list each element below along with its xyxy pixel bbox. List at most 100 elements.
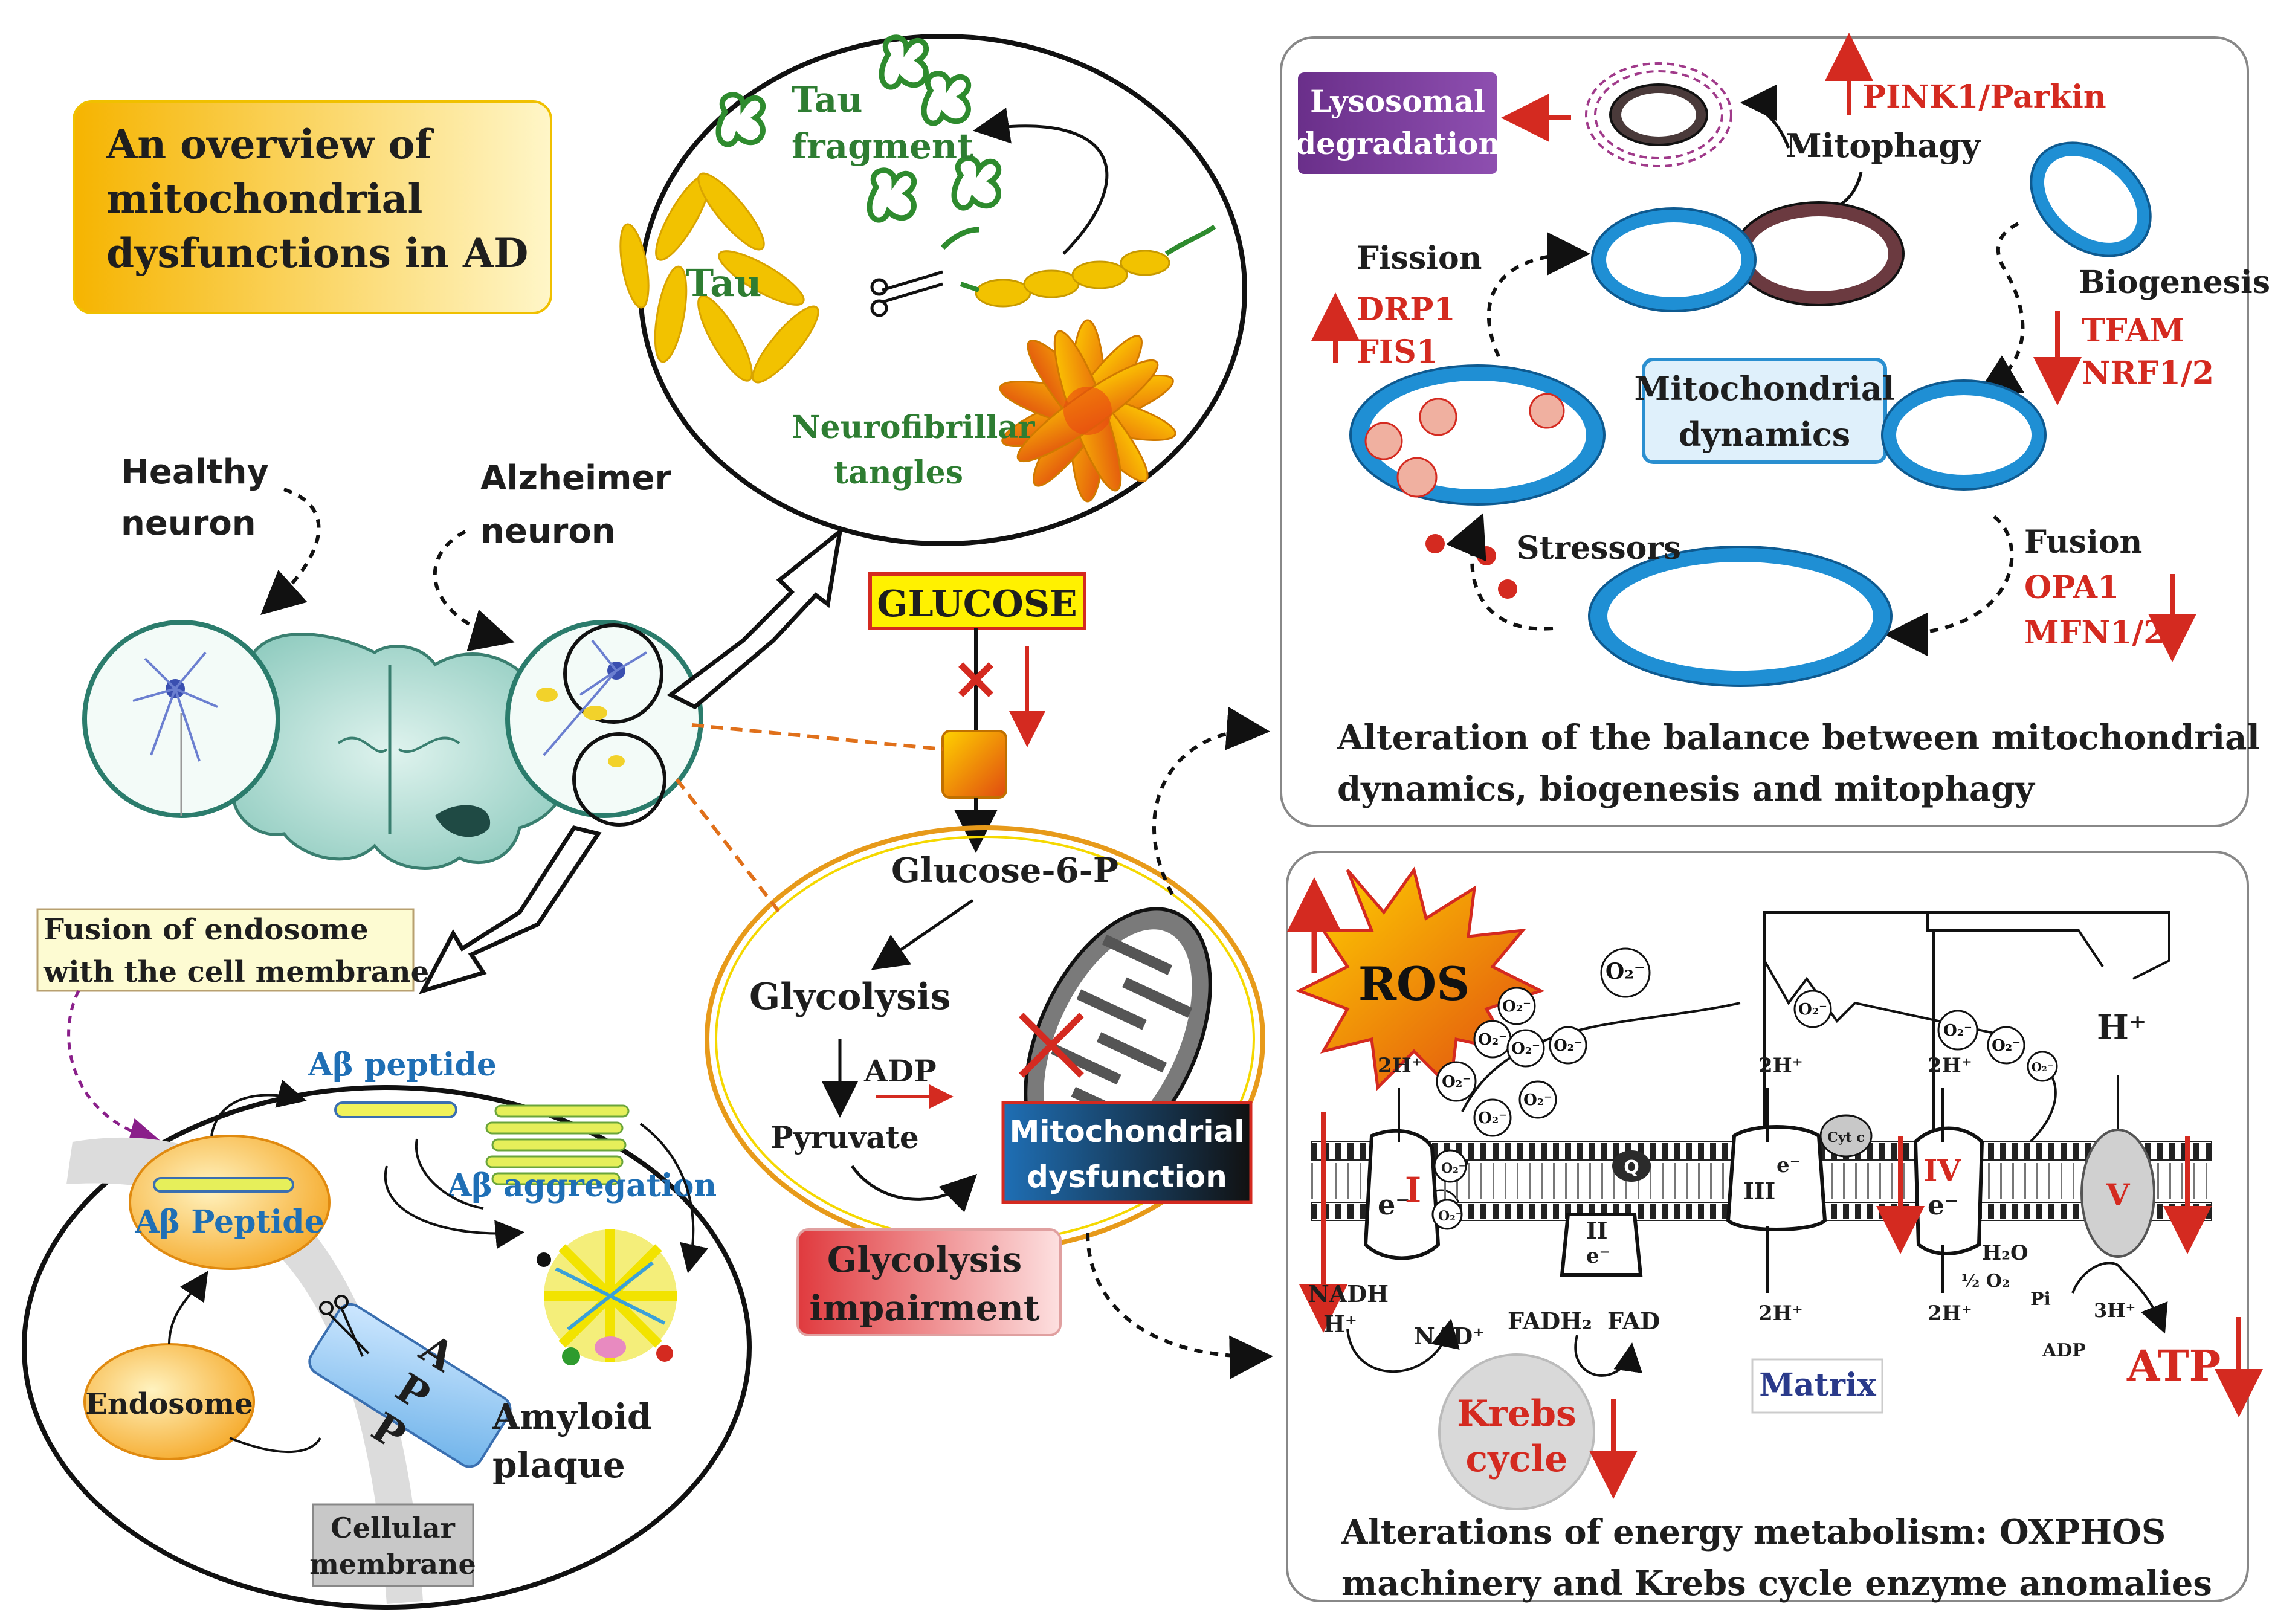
fusion-endosome-box: Fusion of endosome with the cell membran… — [36, 908, 429, 992]
svg-text:O₂⁻: O₂⁻ — [1502, 997, 1531, 1016]
brain-section-icon — [215, 633, 571, 870]
atp-synthase-icon: V — [2080, 1129, 2155, 1258]
damaged-mitochondrion-icon — [1733, 201, 1905, 306]
svg-text:2H⁺: 2H⁺ — [1758, 1054, 1803, 1078]
cellular-membrane-box — [312, 1503, 474, 1587]
svg-text:cycle: cycle — [1466, 1438, 1568, 1480]
tau-fragment-icons — [715, 34, 1002, 250]
3h-label: 3H⁺ — [2094, 1299, 2135, 1322]
complex-iii-icon: III e⁻ — [1726, 1125, 1827, 1231]
nft-label-2: tangles — [834, 454, 963, 491]
mitochondrion-biogenesis-icon — [2030, 141, 2152, 257]
svg-text:O₂⁻: O₂⁻ — [1992, 1037, 2021, 1055]
svg-text:O₂⁻: O₂⁻ — [1798, 1000, 1827, 1019]
fad-label: FAD — [1607, 1307, 1660, 1335]
svg-text:2H⁺: 2H⁺ — [1928, 1054, 1972, 1078]
h2o-label: H₂O — [1982, 1241, 2028, 1265]
svg-text:e⁻: e⁻ — [1378, 1188, 1410, 1221]
svg-text:O₂⁻: O₂⁻ — [1478, 1031, 1507, 1049]
glycolysis-impairment-box: Glycolysis impairment — [796, 1228, 1062, 1336]
title-line-3: dysfunctions in AD — [106, 230, 528, 277]
cellular-membrane-label-2: membrane — [309, 1548, 476, 1580]
alzheimer-label-2: neuron — [480, 512, 616, 551]
svg-text:O₂⁻: O₂⁻ — [1554, 1037, 1583, 1055]
amyloid-circle: Aβ Peptide Endosome A P P Aβ peptide Aβ … — [22, 1046, 752, 1610]
abeta-endosome-icon — [129, 1135, 331, 1270]
autophagosome-icon — [1585, 62, 1732, 167]
arrow-to-tau — [666, 526, 843, 710]
nft-label-1: Neurofibrillar — [792, 409, 1035, 446]
mito-blocked-x-icon — [1019, 1013, 1084, 1078]
svg-text:Lysosomal: Lysosomal — [1310, 83, 1485, 119]
healthy-label-1: Healthy — [121, 453, 269, 492]
svg-text:Mitochondrial: Mitochondrial — [1010, 1114, 1245, 1149]
svg-text:V: V — [2106, 1177, 2131, 1213]
mitochondrion-right-icon — [1881, 379, 2047, 491]
oxphos-caption-1: Alterations of energy metabolism: OXPHOS — [1341, 1512, 2166, 1552]
title-line-2: mitochondrial — [106, 175, 422, 222]
healthy-neuron-circle — [82, 620, 280, 818]
glucose-transporter-icon — [941, 730, 1007, 799]
svg-text:dysfunction: dysfunction — [1027, 1159, 1227, 1194]
amyloid-plaque-label-2: plaque — [492, 1445, 625, 1486]
svg-text:O₂⁻: O₂⁻ — [1606, 959, 1645, 984]
svg-text:e⁻: e⁻ — [1928, 1190, 1958, 1221]
oxphos-caption-2: machinery and Krebs cycle enzyme anomali… — [1341, 1564, 2212, 1603]
glycolysis-label: Glycolysis — [749, 976, 950, 1018]
dynamics-panel: Lysosomal degradation Mitophagy PINK1/Pa… — [1280, 33, 2270, 827]
tau-protein-icons — [619, 172, 819, 384]
adp-label: ADP — [863, 1053, 937, 1089]
tfam-label: TFAM — [2082, 312, 2184, 349]
adp-oxphos-label: ADP — [2042, 1340, 2086, 1361]
fusion-label: Fusion — [2024, 524, 2142, 561]
svg-text:GLUCOSE: GLUCOSE — [877, 583, 1077, 625]
mito-dysfunction-box: Mitochondrial dysfunction — [1001, 1101, 1253, 1204]
complex-iv-icon: IV e⁻ — [1913, 1126, 1984, 1255]
alzheimer-arrow — [433, 530, 515, 652]
dynamics-caption-1: Alteration of the balance between mitoch… — [1337, 718, 2260, 758]
svg-text:O₂⁻: O₂⁻ — [1511, 1040, 1540, 1058]
svg-text:O₂⁻: O₂⁻ — [1438, 1208, 1462, 1224]
endosome-label: Endosome — [85, 1387, 253, 1421]
pyruvate-label: Pyruvate — [770, 1120, 919, 1155]
abeta-aggregation-icon — [485, 1104, 630, 1185]
app-scissors-icon — [319, 1295, 370, 1357]
tau-fragment-label-2: fragment — [792, 126, 973, 167]
complex-ii-icon: II e⁻ — [1560, 1213, 1643, 1277]
svg-text:ROS: ROS — [1358, 957, 1470, 1011]
tau-fragment-label-1: Tau — [792, 79, 862, 120]
arrow-to-oxphos — [1086, 1232, 1273, 1379]
fis1-label: FIS1 — [1357, 334, 1438, 370]
krebs-cycle-icon: Krebs cycle — [1438, 1353, 1595, 1510]
nrf-label: NRF1/2 — [2082, 355, 2214, 392]
svg-text:Cyt c: Cyt c — [1827, 1130, 1865, 1146]
stressors-label: Stressors — [1517, 530, 1681, 567]
svg-text:O₂⁻: O₂⁻ — [1441, 1161, 1465, 1176]
fadh2-label: FADH₂ — [1508, 1307, 1592, 1335]
drp1-label: DRP1 — [1357, 291, 1456, 328]
abeta-peptide-icon — [334, 1101, 457, 1118]
scissors-icon — [870, 270, 943, 317]
svg-text:e⁻: e⁻ — [1777, 1153, 1801, 1178]
svg-text:O₂⁻: O₂⁻ — [2032, 1060, 2054, 1074]
pink-parkin-label: PINK1/Parkin — [1862, 79, 2106, 115]
svg-text:2H⁺: 2H⁺ — [1928, 1301, 1972, 1326]
g6p-label: Glucose-6-P — [891, 851, 1118, 891]
biogenesis-label: Biogenesis — [2079, 264, 2270, 301]
arrow-to-dynamics — [1152, 706, 1270, 895]
svg-text:Krebs: Krebs — [1457, 1393, 1577, 1435]
blocked-x-icon — [958, 662, 993, 697]
nadh-label: NADH — [1308, 1280, 1389, 1307]
svg-text:Fusion of endosome: Fusion of endosome — [44, 913, 369, 947]
matrix-label-box: Matrix — [1751, 1358, 1883, 1414]
svg-text:O₂⁻: O₂⁻ — [1523, 1091, 1552, 1109]
svg-text:IV: IV — [1923, 1153, 1961, 1188]
abeta-peptide-top-label: Aβ peptide — [308, 1046, 497, 1083]
abeta-aggregation-label: Aβ aggregation — [447, 1167, 717, 1204]
amyloid-plaque-label-1: Amyloid — [492, 1396, 651, 1437]
proton-labels: 2H⁺ 2H⁺ 2H⁺ 2H⁺ 2H⁺ — [1378, 1054, 1972, 1326]
mitochondrion-top-icon — [1591, 207, 1757, 312]
lysosomal-box: Lysosomal degradation — [1295, 72, 1500, 174]
tau-label: Tau — [686, 261, 761, 305]
